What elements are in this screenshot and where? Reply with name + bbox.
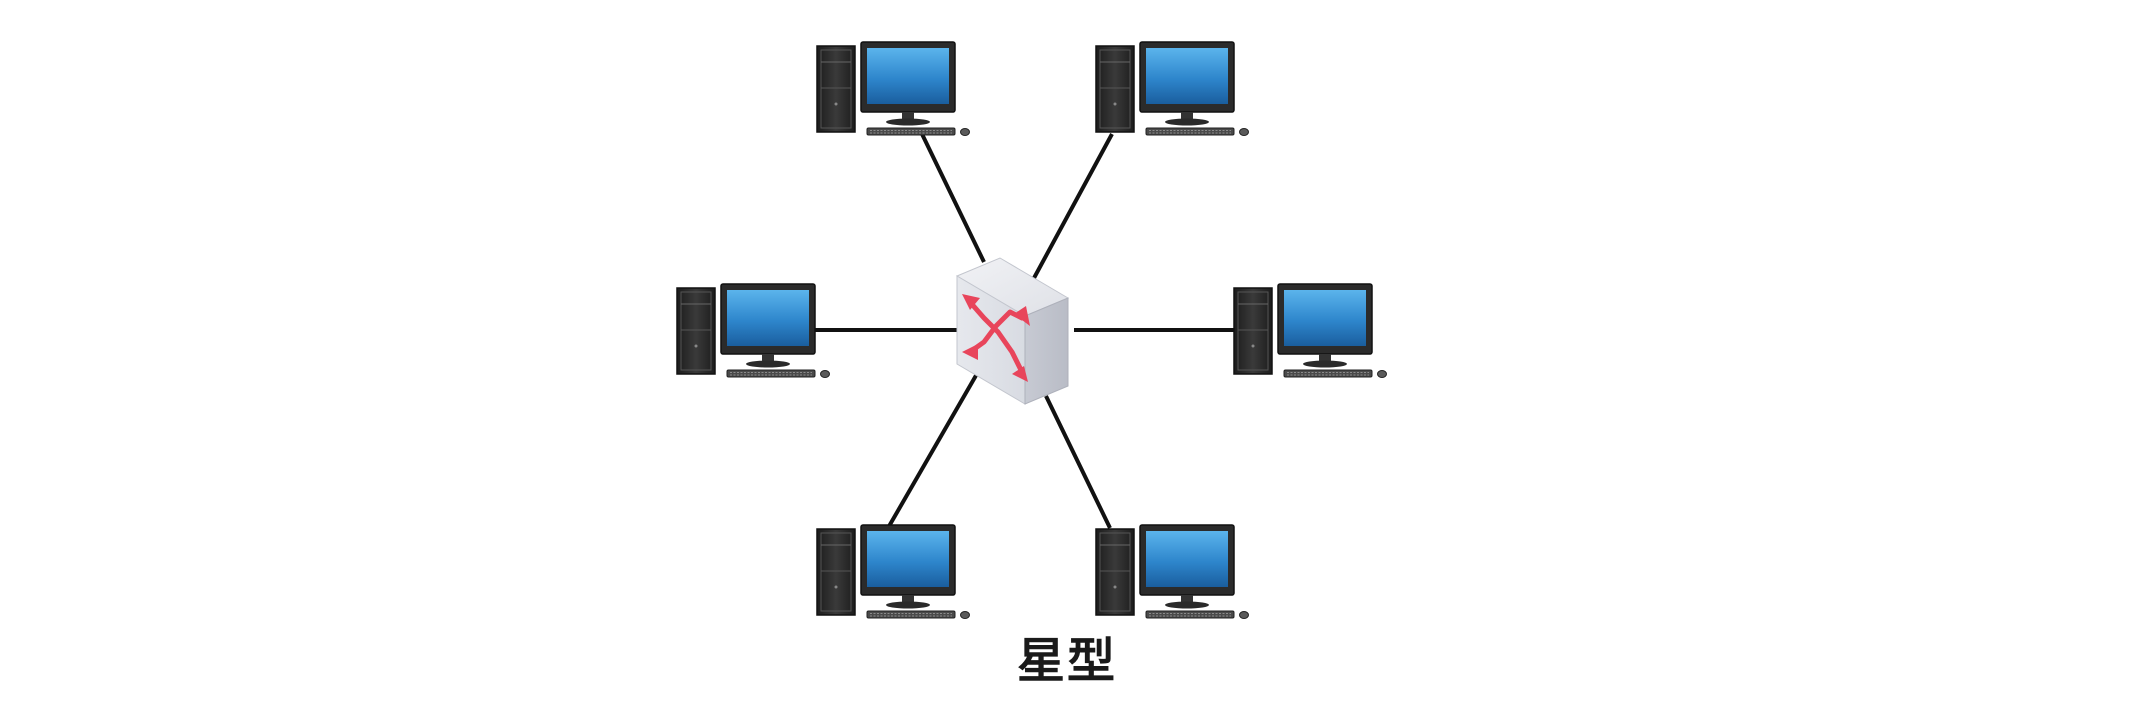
diagram-caption: 星型 [1016,633,1117,689]
switch-icon [955,257,1070,405]
desktop-computer-icon [816,41,971,137]
link-top-right [1032,133,1114,279]
desktop-computer-icon [816,524,971,620]
computer-top-right [1095,41,1250,137]
link-top-left [920,133,986,263]
computer-bottom-right [1095,524,1250,620]
link-bottom-right [1044,395,1112,529]
desktop-computer-icon [1095,41,1250,137]
computer-top-left [816,41,971,137]
desktop-computer-icon [1095,524,1250,620]
link-bottom-left [886,371,980,529]
computer-middle-right [1233,283,1388,379]
desktop-computer-icon [676,283,831,379]
computer-middle-left [676,283,831,379]
desktop-computer-icon [1233,283,1388,379]
links [812,133,1236,529]
computer-bottom-left [816,524,971,620]
